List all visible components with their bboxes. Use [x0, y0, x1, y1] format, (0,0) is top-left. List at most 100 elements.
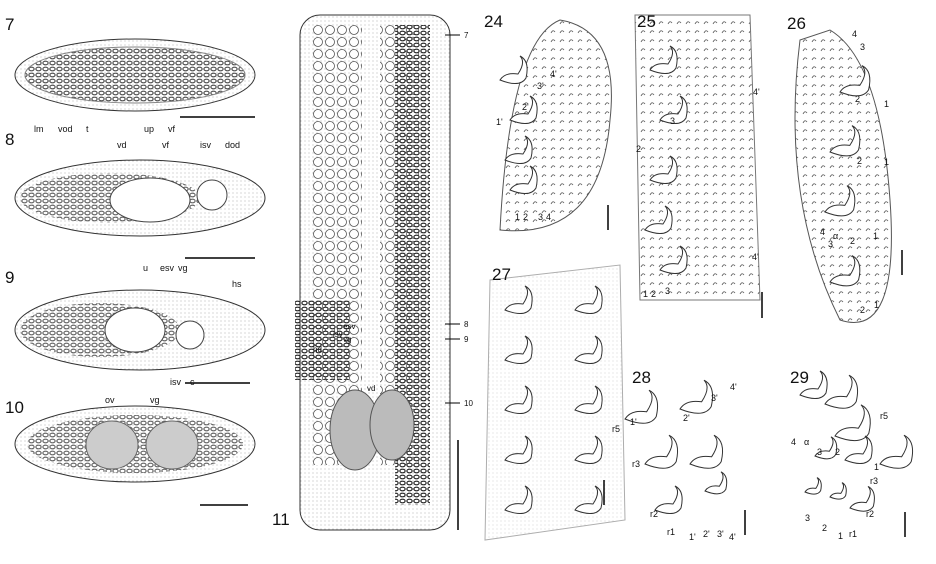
hook-icon	[829, 255, 861, 287]
label: 1	[515, 212, 521, 222]
panel-number-25: 25	[637, 12, 656, 31]
label: 4	[852, 29, 858, 39]
section-7	[14, 38, 256, 118]
label: vf	[168, 124, 176, 134]
hook-icon	[799, 370, 828, 399]
label: up	[144, 124, 155, 134]
hook-icon	[504, 135, 533, 164]
label: 4	[791, 437, 797, 447]
label: 1	[873, 231, 879, 241]
hook-icon	[849, 485, 875, 512]
hook-icon	[504, 335, 533, 364]
label: t	[86, 124, 89, 134]
label: 1	[874, 300, 880, 310]
hook-icon	[624, 389, 659, 424]
label: 4'	[730, 382, 737, 392]
hook-icon	[804, 477, 822, 495]
label: 3	[828, 239, 834, 249]
hook-icon	[679, 379, 714, 414]
label: r1	[849, 529, 858, 539]
section-arrow-label: 10	[464, 399, 473, 408]
label: dod	[225, 140, 241, 150]
label: r3	[632, 459, 641, 469]
label: 4'	[550, 69, 557, 79]
label: 2'	[522, 102, 529, 112]
label: 1'	[496, 117, 503, 127]
label: 2	[850, 236, 856, 246]
panel-number-27: 27	[492, 265, 511, 284]
label: vg	[178, 263, 188, 273]
label: 2'	[703, 529, 710, 539]
label: vg	[150, 395, 160, 405]
label: 3	[670, 116, 676, 126]
panel-number-24: 24	[484, 12, 503, 31]
hook-icon	[654, 485, 683, 514]
hook-icon	[504, 285, 533, 314]
label: esv	[160, 263, 175, 273]
label: 2	[651, 289, 657, 299]
label: 2	[835, 447, 841, 457]
hook-icon	[644, 434, 679, 469]
hook-icon	[504, 485, 533, 514]
label: r1	[667, 527, 676, 537]
hook-icon	[644, 205, 673, 234]
panel-number-29: 29	[790, 368, 809, 387]
label: r5	[880, 411, 889, 421]
panel-number-26: 26	[787, 14, 806, 33]
label: vg	[343, 335, 352, 344]
section-9	[14, 289, 266, 384]
hook-icon	[574, 385, 603, 414]
hook-icon	[829, 482, 847, 500]
label: 3'	[711, 393, 718, 403]
panel-number-8: 8	[5, 130, 15, 149]
label: 1	[884, 157, 890, 167]
label: u	[143, 263, 149, 273]
section-arrow-label: 9	[464, 335, 469, 344]
label: r2	[866, 509, 875, 519]
label: isv	[200, 140, 211, 150]
label: 3	[805, 513, 811, 523]
label: r3	[870, 476, 879, 486]
label: 3	[665, 286, 671, 296]
hook-icon	[649, 155, 678, 184]
hook-icon	[824, 185, 856, 217]
label: 3'	[537, 81, 544, 91]
label: 4	[546, 212, 552, 222]
label: 1'	[630, 417, 637, 427]
label: 2	[636, 144, 642, 154]
label: esv	[343, 322, 356, 331]
label: hs	[232, 279, 242, 289]
hook-icon	[504, 385, 533, 414]
label: 4'	[752, 252, 759, 262]
label: 2'	[683, 413, 690, 423]
hook-icon	[829, 125, 861, 157]
panel-number-11: 11	[272, 510, 290, 529]
label: r5	[612, 424, 621, 434]
panel-number-10: 10	[5, 398, 24, 417]
label: 3	[860, 42, 866, 52]
label: vod	[58, 124, 73, 134]
section-10	[14, 405, 256, 506]
hook-icon	[574, 285, 603, 314]
section-8	[14, 159, 266, 259]
section-arrow-label: 7	[464, 31, 469, 40]
hook-icon	[509, 165, 538, 194]
section-arrow-label: 8	[464, 320, 469, 329]
haptor-24	[499, 19, 612, 232]
label: c	[190, 377, 195, 387]
label: α	[833, 231, 839, 241]
panel-number-9: 9	[5, 268, 15, 287]
label: isv	[170, 377, 181, 387]
hook-icon	[704, 471, 728, 495]
label: 2	[822, 523, 828, 533]
label: 1'	[689, 532, 696, 542]
hook-icon	[879, 434, 914, 469]
label: 4'	[753, 87, 760, 97]
hook-icon	[814, 436, 838, 460]
hook-icon	[689, 434, 724, 469]
hook-icon	[499, 55, 528, 84]
label: lm	[34, 124, 44, 134]
label: 1	[884, 99, 890, 109]
